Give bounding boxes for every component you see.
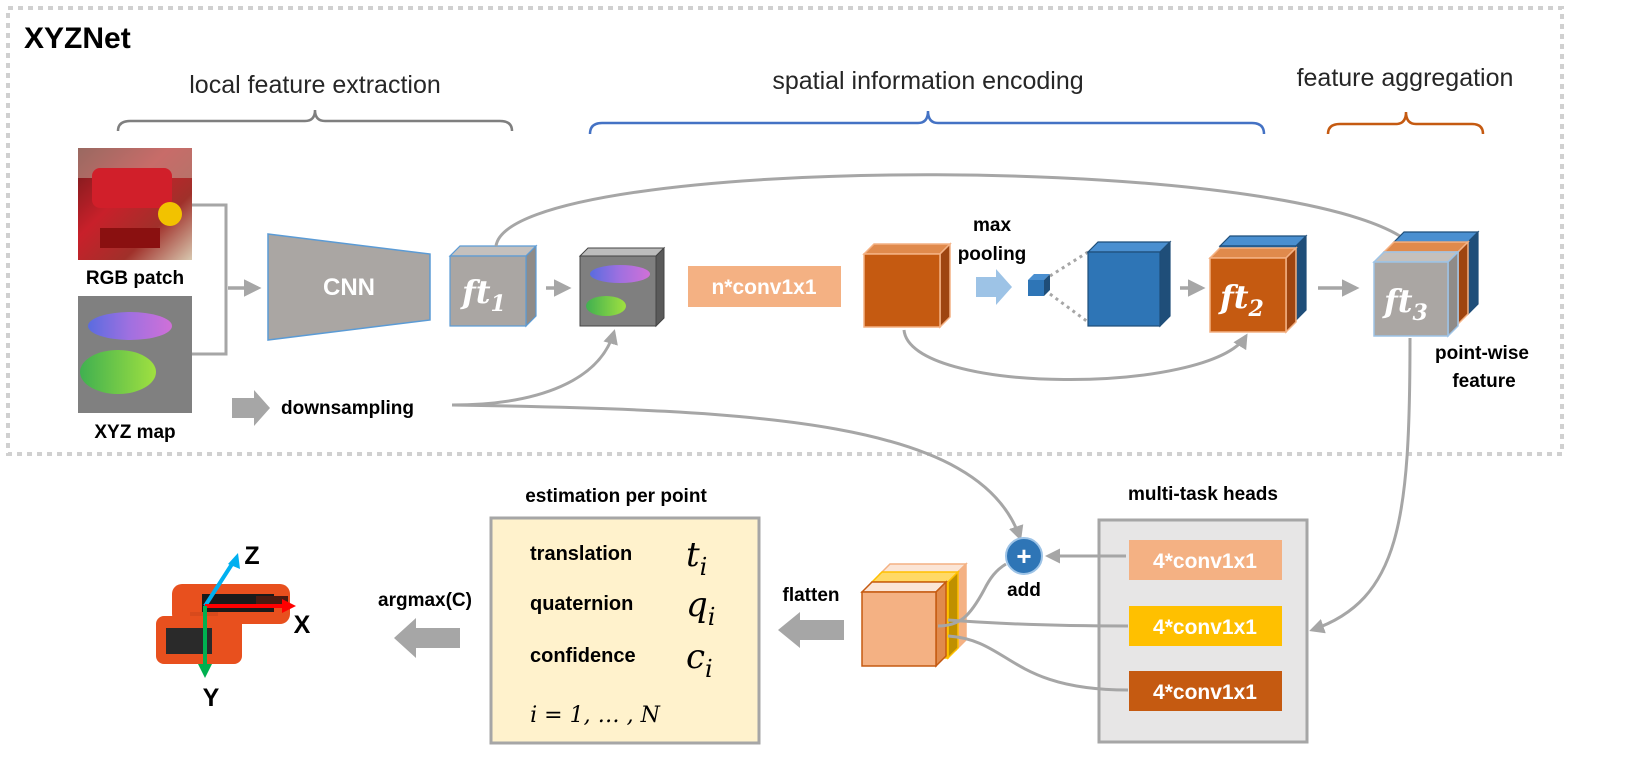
stage-label-spatial: spatial information encoding: [772, 67, 1083, 95]
ft3-base: ft: [1382, 282, 1413, 320]
axis-z-head: [228, 553, 240, 569]
rgb-patch-image: [78, 148, 192, 260]
ft3-label: ft3: [1382, 282, 1428, 326]
head-block-3: [1129, 671, 1282, 711]
add-symbol: +: [1016, 541, 1031, 571]
cube-to-add-line: [937, 562, 1007, 628]
estimation-row-label-3: confidence: [530, 645, 636, 667]
xyz-map-image: [78, 296, 192, 413]
axis-z-label: Z: [244, 542, 259, 570]
head3-link-line: [947, 634, 1129, 692]
estimation-title: estimation per point: [525, 486, 707, 507]
brace-spatial: [588, 110, 1266, 135]
ft2-label: ft2: [1218, 278, 1264, 322]
n-conv-label: n*conv1x1: [711, 276, 816, 299]
expand-line-bottom: [1049, 292, 1089, 324]
encoded-feature-cube: [862, 242, 952, 329]
head-block-1: [1129, 540, 1282, 580]
arrow-downsample-to-feature: [451, 329, 618, 407]
cnn-block: [267, 233, 431, 341]
estimation-symbol-base-1: t: [686, 535, 700, 575]
head-label-3: 4*conv1x1: [1153, 681, 1257, 704]
posed-object-drill: [156, 584, 290, 664]
ft1-label: ft1: [460, 273, 506, 317]
ft1-base: ft: [460, 273, 491, 311]
ft3-sub: 3: [1413, 300, 1428, 326]
estimation-row-symbol-1: ti: [686, 535, 707, 581]
ft1-cube: [448, 244, 538, 328]
n-conv-block: [688, 266, 841, 307]
estimation-row-symbol-2: qi: [686, 585, 715, 631]
brace-aggregation: [1326, 111, 1485, 135]
arrow-downsample-to-add: [451, 403, 1024, 541]
brace-local: [116, 109, 514, 132]
add-node: [1005, 537, 1043, 575]
axis-z: [203, 559, 236, 608]
heads-title: multi-task heads: [1128, 484, 1278, 505]
estimation-symbol-sub-1: i: [700, 553, 708, 581]
estimation-symbol-base-2: q: [686, 585, 708, 625]
head-label-1: 4*conv1x1: [1153, 550, 1257, 573]
argmax-arrow: [394, 618, 460, 658]
skip-arrow-to-ft2: [902, 329, 1248, 382]
flatten-arrow: [778, 612, 844, 648]
diagram-title: XYZNet: [24, 22, 131, 55]
expand-line-top: [1049, 250, 1089, 278]
estimation-row-label-2: quaternion: [530, 593, 633, 615]
estimation-symbol-base-3: c: [686, 637, 705, 677]
axis-x-label: X: [294, 611, 311, 639]
axis-y-label: Y: [203, 684, 220, 712]
pointwise-label-2: feature: [1452, 371, 1515, 392]
estimation-symbol-sub-3: i: [705, 655, 713, 683]
xyz-map-label: XYZ map: [94, 422, 175, 443]
add-label: add: [1007, 580, 1041, 601]
ft2-base: ft: [1218, 278, 1249, 316]
head2-link-line: [947, 618, 1129, 628]
max-pooling-label-2: pooling: [958, 244, 1027, 265]
input-connector: [192, 203, 228, 356]
rgb-patch-label: RGB patch: [86, 268, 184, 289]
estimation-symbol-sub-2: i: [708, 603, 716, 631]
axis-y-head: [198, 664, 212, 678]
downsampling-arrow: [232, 390, 270, 426]
ft1-sub: 1: [491, 291, 506, 317]
skip-arrow-ft1-to-ft3: [494, 173, 1420, 255]
pooled-vector-cube: [1028, 274, 1050, 296]
ft3-cube: [1372, 230, 1480, 338]
estimation-box: [489, 516, 761, 745]
arrow-ft3-to-heads: [1309, 337, 1412, 634]
ft2-cube: [1208, 234, 1308, 334]
repeated-global-cube: [1086, 240, 1172, 328]
estimation-index: i = 1, … , N: [530, 703, 660, 728]
head-label-2: 4*conv1x1: [1153, 616, 1257, 639]
estimation-row-label-1: translation: [530, 543, 632, 565]
argmax-label: argmax(C): [378, 590, 472, 611]
stage-label-aggregation: feature aggregation: [1297, 64, 1514, 92]
head-output-cube: [860, 562, 968, 668]
sampled-feature-cube: [578, 246, 666, 328]
estimation-row-symbol-3: ci: [686, 637, 713, 683]
max-pooling-label-1: max: [973, 215, 1011, 236]
cnn-label: CNN: [323, 274, 375, 301]
head-block-2: [1129, 606, 1282, 646]
stage-label-local: local feature extraction: [189, 71, 441, 99]
heads-list: 4*conv1x1 4*conv1x1 4*conv1x1: [1129, 540, 1282, 711]
ft2-sub: 2: [1248, 296, 1264, 322]
pointwise-label-1: point-wise: [1435, 343, 1529, 364]
flatten-label: flatten: [783, 585, 840, 606]
downsampling-label: downsampling: [281, 398, 414, 419]
max-pooling-arrow: [976, 269, 1012, 305]
axis-x-head: [282, 599, 296, 613]
